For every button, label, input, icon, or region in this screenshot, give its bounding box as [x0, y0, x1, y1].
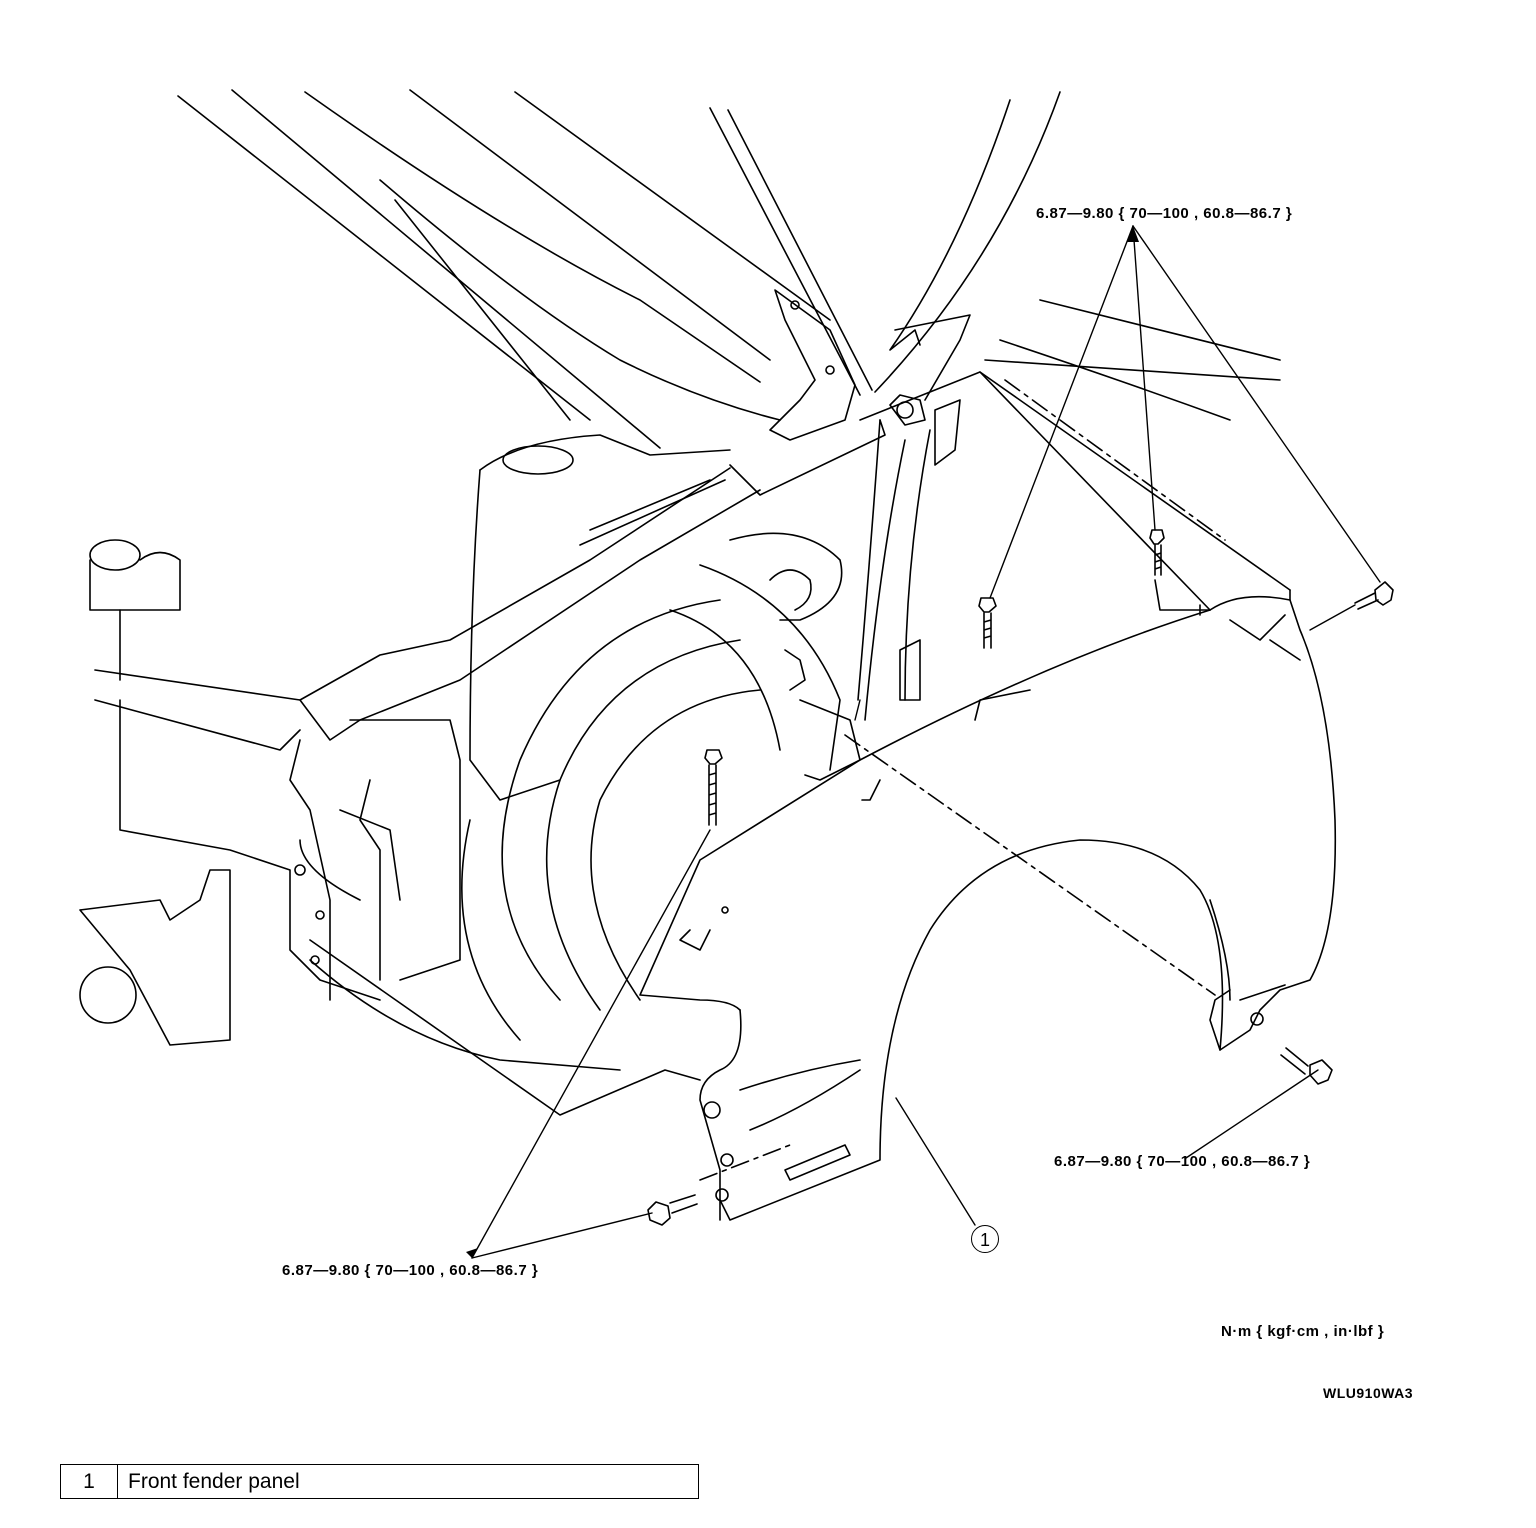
arrowheads: [466, 226, 1139, 1258]
cowl-apron: [729, 371, 1291, 721]
legend-row: 1 Front fender panel: [60, 1464, 699, 1499]
bolt-top-left: [978, 597, 997, 649]
bolt-right: [1280, 1047, 1333, 1085]
hood: [177, 89, 873, 449]
bolt-top-center: [1149, 529, 1165, 576]
hood-hinge: [769, 289, 926, 441]
front-fender-panel: [639, 579, 1337, 1221]
units-note: N·m { kgf·cm , in·lbf }: [1221, 1323, 1385, 1340]
torque-label-bottom: 6.87—9.80 { 70—100 , 60.8—86.7 }: [282, 1262, 539, 1279]
legend-table: 1 Front fender panel: [60, 1464, 699, 1499]
torque-label-right: 6.87—9.80 { 70—100 , 60.8—86.7 }: [1054, 1153, 1311, 1170]
torque-label-top: 6.87—9.80 { 70—100 , 60.8—86.7 }: [1036, 205, 1293, 222]
radiator-support: [94, 467, 761, 1001]
bolt-top-right: [1354, 581, 1394, 610]
windshield-pillar: [874, 91, 1281, 421]
leader-lines: [471, 225, 1381, 1259]
callout-1: 1: [971, 1225, 999, 1253]
bolt-bottom: [647, 1194, 698, 1226]
bolt-upper-left: [704, 749, 723, 826]
washer-reservoir: [79, 434, 731, 1046]
figure-code: WLU910WA3: [1323, 1385, 1414, 1401]
lower-panel: [299, 839, 701, 1116]
legend-name: Front fender panel: [117, 1464, 699, 1499]
legend-number: 1: [60, 1464, 118, 1499]
wheel-housing: [461, 532, 861, 1041]
alignment-lines: [699, 379, 1226, 1181]
